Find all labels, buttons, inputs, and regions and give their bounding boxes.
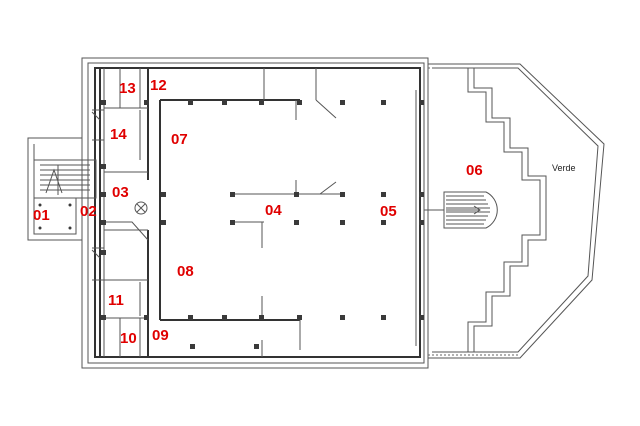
spiral-stair	[443, 191, 498, 229]
room-label-07: 07	[171, 131, 188, 148]
room-label-04: 04	[265, 202, 282, 219]
columns	[101, 100, 424, 349]
outer-walls	[81, 57, 429, 369]
room-label-01: 01	[33, 207, 50, 224]
room-labels: 01 02 03 04 05 06 07 08 09 10 11 12 13 1…	[33, 77, 576, 347]
terrace	[424, 63, 605, 359]
room-label-13: 13	[119, 80, 136, 97]
service-strip	[91, 68, 149, 357]
room-label-12: 12	[150, 77, 167, 94]
room-label-06: 06	[466, 162, 483, 179]
stepped-wall	[467, 68, 547, 352]
room-label-08: 08	[177, 263, 194, 280]
room-label-10: 10	[120, 330, 137, 347]
entrance-porch	[27, 137, 97, 241]
room-label-02: 02	[80, 203, 97, 220]
room-label-11: 11	[108, 292, 124, 309]
room-label-03: 03	[112, 184, 129, 201]
room-label-14: 14	[110, 126, 127, 143]
entrance-stair	[40, 164, 90, 195]
room-label-09: 09	[152, 327, 169, 344]
garden-label: Verde	[552, 163, 576, 173]
hall-partitions	[159, 68, 421, 357]
room-label-05: 05	[380, 203, 397, 220]
